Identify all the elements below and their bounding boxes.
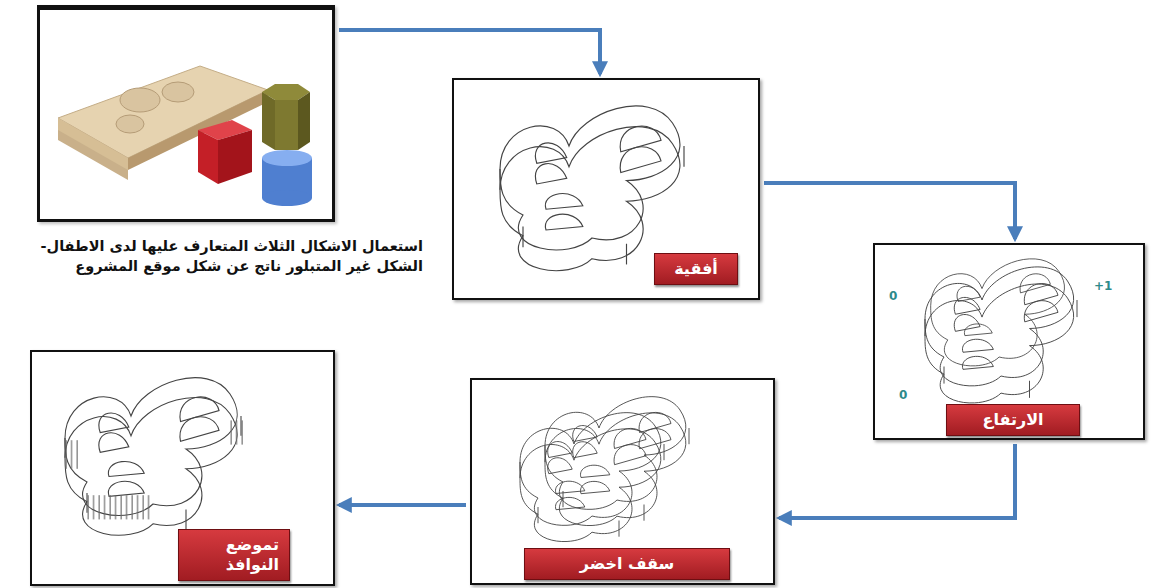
plan-sketch	[500, 106, 684, 271]
flow-arrow	[779, 444, 1015, 518]
level-number: 0	[889, 289, 897, 303]
level-number: 0	[899, 388, 907, 402]
flow-arrow	[339, 503, 466, 507]
flow-arrow	[339, 30, 600, 74]
step-panel: تموضع النوافذ	[30, 350, 335, 586]
toy-panel: استعمال الاشكال الثلاث المتعارف عليها لد…	[37, 5, 335, 222]
step-badge: تموضع النوافذ	[178, 529, 290, 581]
step-panel: أفقية	[452, 78, 760, 300]
level-number: +1	[1094, 279, 1112, 293]
panel-caption: استعمال الاشكال الثلاث المتعارف عليها لد…	[33, 237, 423, 276]
roof-sketch	[520, 397, 689, 542]
toy-illustration	[58, 66, 312, 206]
flow-arrow	[764, 183, 1015, 239]
step-badge: أفقية	[654, 253, 738, 285]
step-panel: الارتفاع	[873, 243, 1145, 440]
windows-sketch	[65, 378, 245, 536]
step-badge: سقف اخضر	[524, 548, 730, 580]
step-badge: الارتفاع	[946, 404, 1080, 436]
height-sketch	[925, 259, 1077, 403]
step-panel: سقف اخضر	[470, 378, 775, 585]
